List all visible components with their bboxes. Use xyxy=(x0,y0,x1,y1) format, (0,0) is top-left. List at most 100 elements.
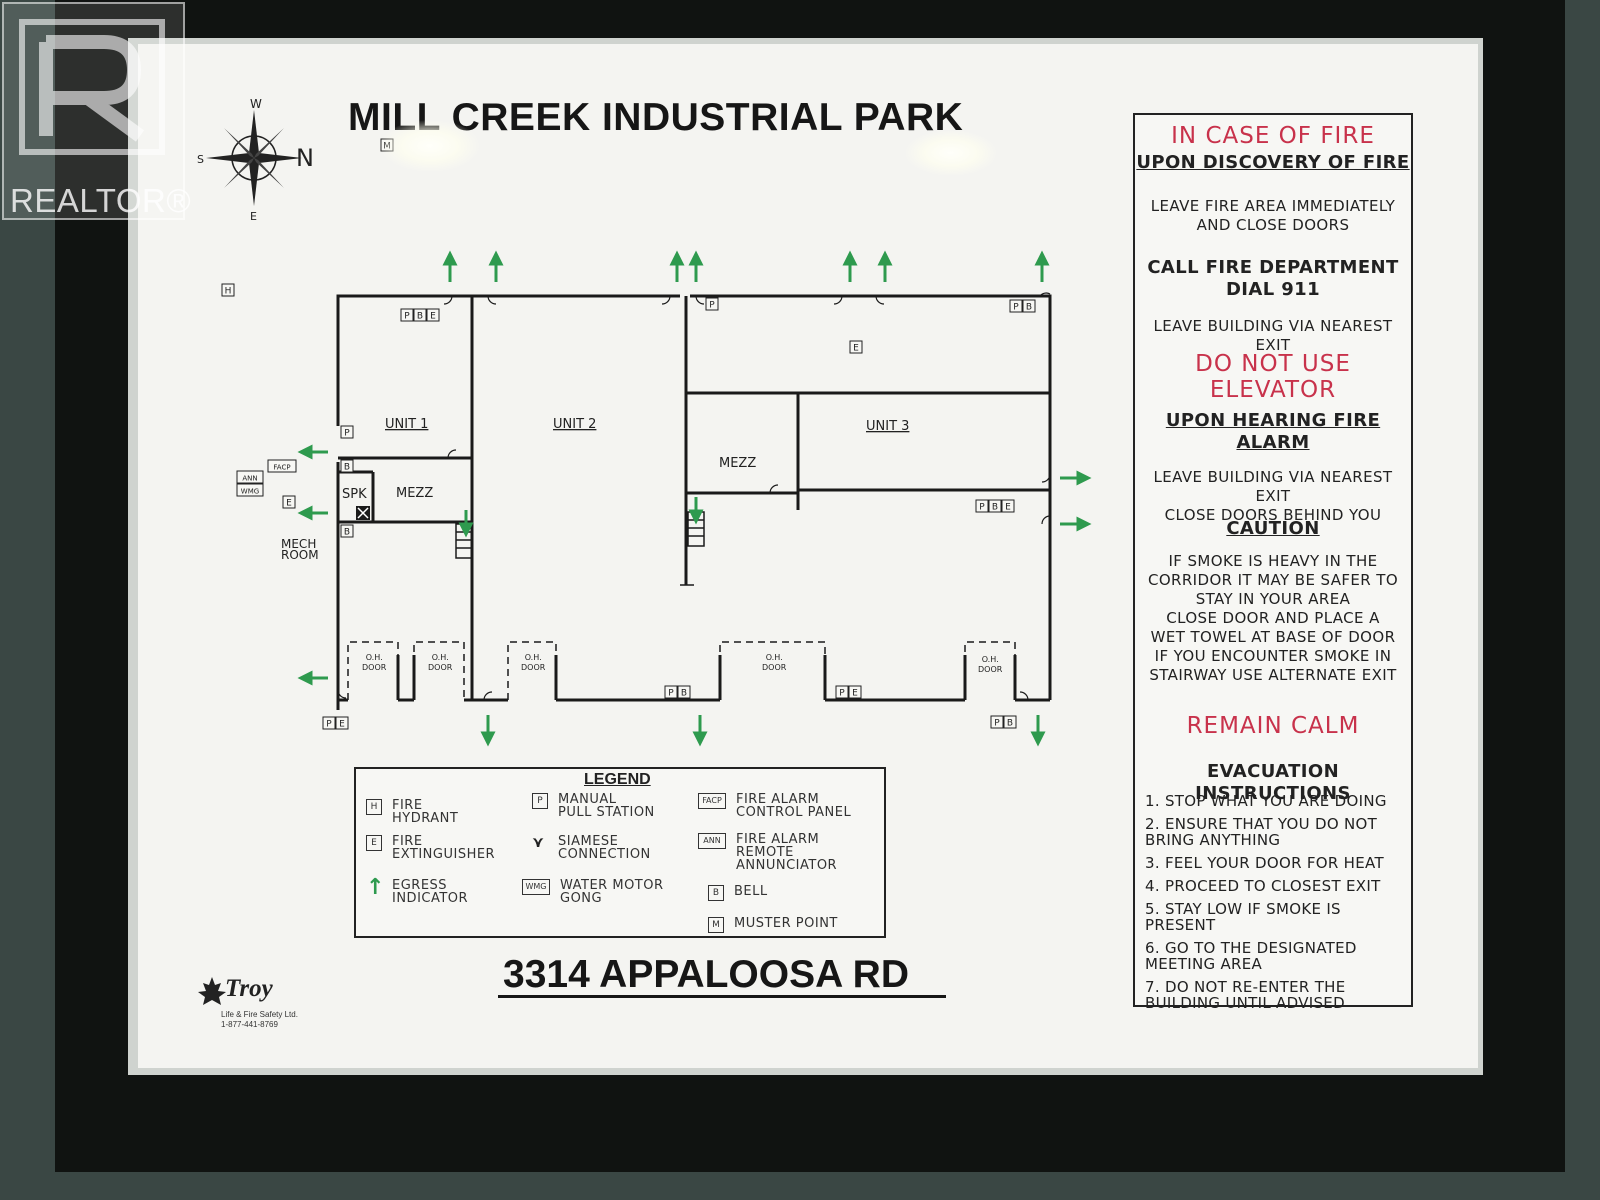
realtor-logo-icon xyxy=(19,19,165,155)
legend-item-facp: FACP FIRE ALARM CONTROL PANEL xyxy=(698,793,851,819)
svg-text:P: P xyxy=(1013,303,1019,313)
evac-step: 3. FEEL YOUR DOOR FOR HEAT xyxy=(1145,854,1384,872)
egress-arrows xyxy=(297,250,1092,747)
call-fire-department: CALL FIRE DEPARTMENT DIAL 911 xyxy=(1147,257,1399,300)
address-title: 3314 APPALOOSA RD xyxy=(503,953,909,996)
caution-text: IF SMOKE IS HEAVY IN THE CORRIDOR IT MAY… xyxy=(1147,552,1399,684)
leave-area-text: LEAVE FIRE AREA IMMEDIATELY AND CLOSE DO… xyxy=(1150,197,1396,234)
svg-text:P: P xyxy=(668,689,674,699)
egress-arrow-icon: ↑ xyxy=(366,875,385,900)
legend-item-extinguisher: E FIRE EXTINGUISHER xyxy=(366,835,495,861)
evac-step: 4. PROCEED TO CLOSEST EXIT xyxy=(1145,877,1381,895)
pull-station-icon: P xyxy=(532,793,548,809)
pull-station-marker: P xyxy=(705,297,719,311)
address-underline xyxy=(498,995,946,998)
legend-item-gong: WMG WATER MOTOR GONG xyxy=(522,879,664,905)
remain-calm: REMAIN CALM xyxy=(1186,713,1360,739)
legend-title: LEGEND xyxy=(584,771,651,788)
discovery-heading: UPON DISCOVERY OF FIRE xyxy=(1136,152,1410,173)
glare-reflection xyxy=(380,120,480,172)
water-motor-gong-icon: WMG xyxy=(522,879,550,895)
no-elevator-warning: DO NOT USE ELEVATOR xyxy=(1195,351,1351,403)
marker-group: B xyxy=(677,685,691,699)
legend-item-muster: M MUSTER POINT xyxy=(708,917,838,933)
realtor-watermark: REALTOR® xyxy=(2,2,191,220)
alarm-heading: UPON HEARING FIRE ALARM xyxy=(1165,410,1381,453)
legend-item-pull-station: P MANUAL PULL STATION xyxy=(532,793,655,819)
oh-door-4: O.H. DOOR xyxy=(762,653,787,672)
water-motor-gong-marker: WMG xyxy=(236,483,264,497)
svg-text:E: E xyxy=(1005,503,1011,513)
evacuation-heading: EVACUATION INSTRUCTIONS xyxy=(1195,761,1351,804)
bell-marker: B xyxy=(340,524,354,538)
mech-room-label: MECH ROOM xyxy=(281,537,319,562)
marker-group: P xyxy=(835,685,849,699)
svg-text:P: P xyxy=(709,301,715,311)
marker-group: P xyxy=(975,499,989,513)
company-phone: 1-877-441-8769 xyxy=(221,1020,278,1029)
oh-door-3: O.H. DOOR xyxy=(521,653,546,672)
evac-step: 6. GO TO THE DESIGNATED MEETING AREA xyxy=(1145,939,1357,973)
svg-text:P: P xyxy=(994,719,1000,729)
marker-group: P xyxy=(1009,299,1023,313)
marker-group: B xyxy=(1003,715,1017,729)
fire-heading: IN CASE OF FIRE xyxy=(1171,123,1375,149)
svg-text:B: B xyxy=(681,689,687,699)
compass-e: E xyxy=(250,210,257,223)
room-mezz-right: MEZZ xyxy=(719,456,756,471)
svg-text:E: E xyxy=(286,499,292,509)
marker-group: E xyxy=(335,716,349,730)
marker-group: P xyxy=(664,685,678,699)
company-name: Troy xyxy=(225,975,273,1002)
marker-group: B xyxy=(413,308,427,322)
siamese-icon: ⋎ xyxy=(532,833,545,851)
room-unit-1: UNIT 1 xyxy=(385,417,428,432)
marker-group: P xyxy=(400,308,414,322)
oh-door-1: O.H. DOOR xyxy=(362,653,387,672)
compass-rose-icon: W N S E xyxy=(197,97,314,223)
oh-door-5: O.H. DOOR xyxy=(978,655,1003,674)
svg-text:WMG: WMG xyxy=(241,488,259,496)
bell-marker: B xyxy=(340,459,354,473)
legend-item-bell: B BELL xyxy=(708,885,768,901)
hydrant-icon: H xyxy=(366,799,382,815)
svg-text:FACP: FACP xyxy=(273,464,290,472)
marker-group: P xyxy=(322,716,336,730)
caution-heading: CAUTION xyxy=(1226,518,1320,539)
extinguisher-marker: E xyxy=(849,340,863,354)
legend-box: LEGEND H FIRE HYDRANT E FIRE EXTINGUISHE… xyxy=(354,767,886,938)
leave-close-text: LEAVE BUILDING VIA NEAREST EXIT CLOSE DO… xyxy=(1153,468,1393,524)
marker-group: B xyxy=(988,499,1002,513)
legend-item-siamese: ⋎ SIAMESE CONNECTION xyxy=(532,833,651,862)
bell-icon: B xyxy=(708,885,724,901)
muster-point-icon: M xyxy=(708,917,724,933)
hydrant-marker: H xyxy=(221,283,235,297)
leave-exit-text: LEAVE BUILDING VIA NEAREST EXIT xyxy=(1153,317,1393,354)
svg-text:E: E xyxy=(430,312,436,322)
annunciator-icon: ANN xyxy=(698,833,726,849)
extinguisher-icon: E xyxy=(366,835,382,851)
svg-text:B: B xyxy=(344,463,350,473)
svg-text:E: E xyxy=(852,689,858,699)
svg-text:P: P xyxy=(344,429,350,439)
legend-item-annunciator: ANN FIRE ALARM REMOTE ANNUNCIATOR xyxy=(698,833,837,872)
oh-door-2: O.H. DOOR xyxy=(428,653,453,672)
evac-step: 5. STAY LOW IF SMOKE IS PRESENT xyxy=(1145,900,1341,934)
legend-item-hydrant: H FIRE HYDRANT xyxy=(366,799,458,825)
evac-step: 2. ENSURE THAT YOU DO NOT BRING ANYTHING xyxy=(1145,815,1378,849)
evacuation-steps: 1. STOP WHAT YOU ARE DOING 2. ENSURE THA… xyxy=(1145,793,1407,1018)
marker-group: E xyxy=(848,685,862,699)
svg-text:B: B xyxy=(992,503,998,513)
room-spk: SPK xyxy=(342,487,367,502)
svg-text:P: P xyxy=(979,503,985,513)
compass-w: W xyxy=(250,97,262,111)
svg-text:B: B xyxy=(1026,303,1032,313)
svg-text:B: B xyxy=(417,312,423,322)
svg-text:P: P xyxy=(839,689,845,699)
compass-s: S xyxy=(197,153,204,166)
annunciator-marker: ANN xyxy=(236,470,264,484)
svg-text:P: P xyxy=(326,720,332,730)
marker-group: E xyxy=(1001,499,1015,513)
